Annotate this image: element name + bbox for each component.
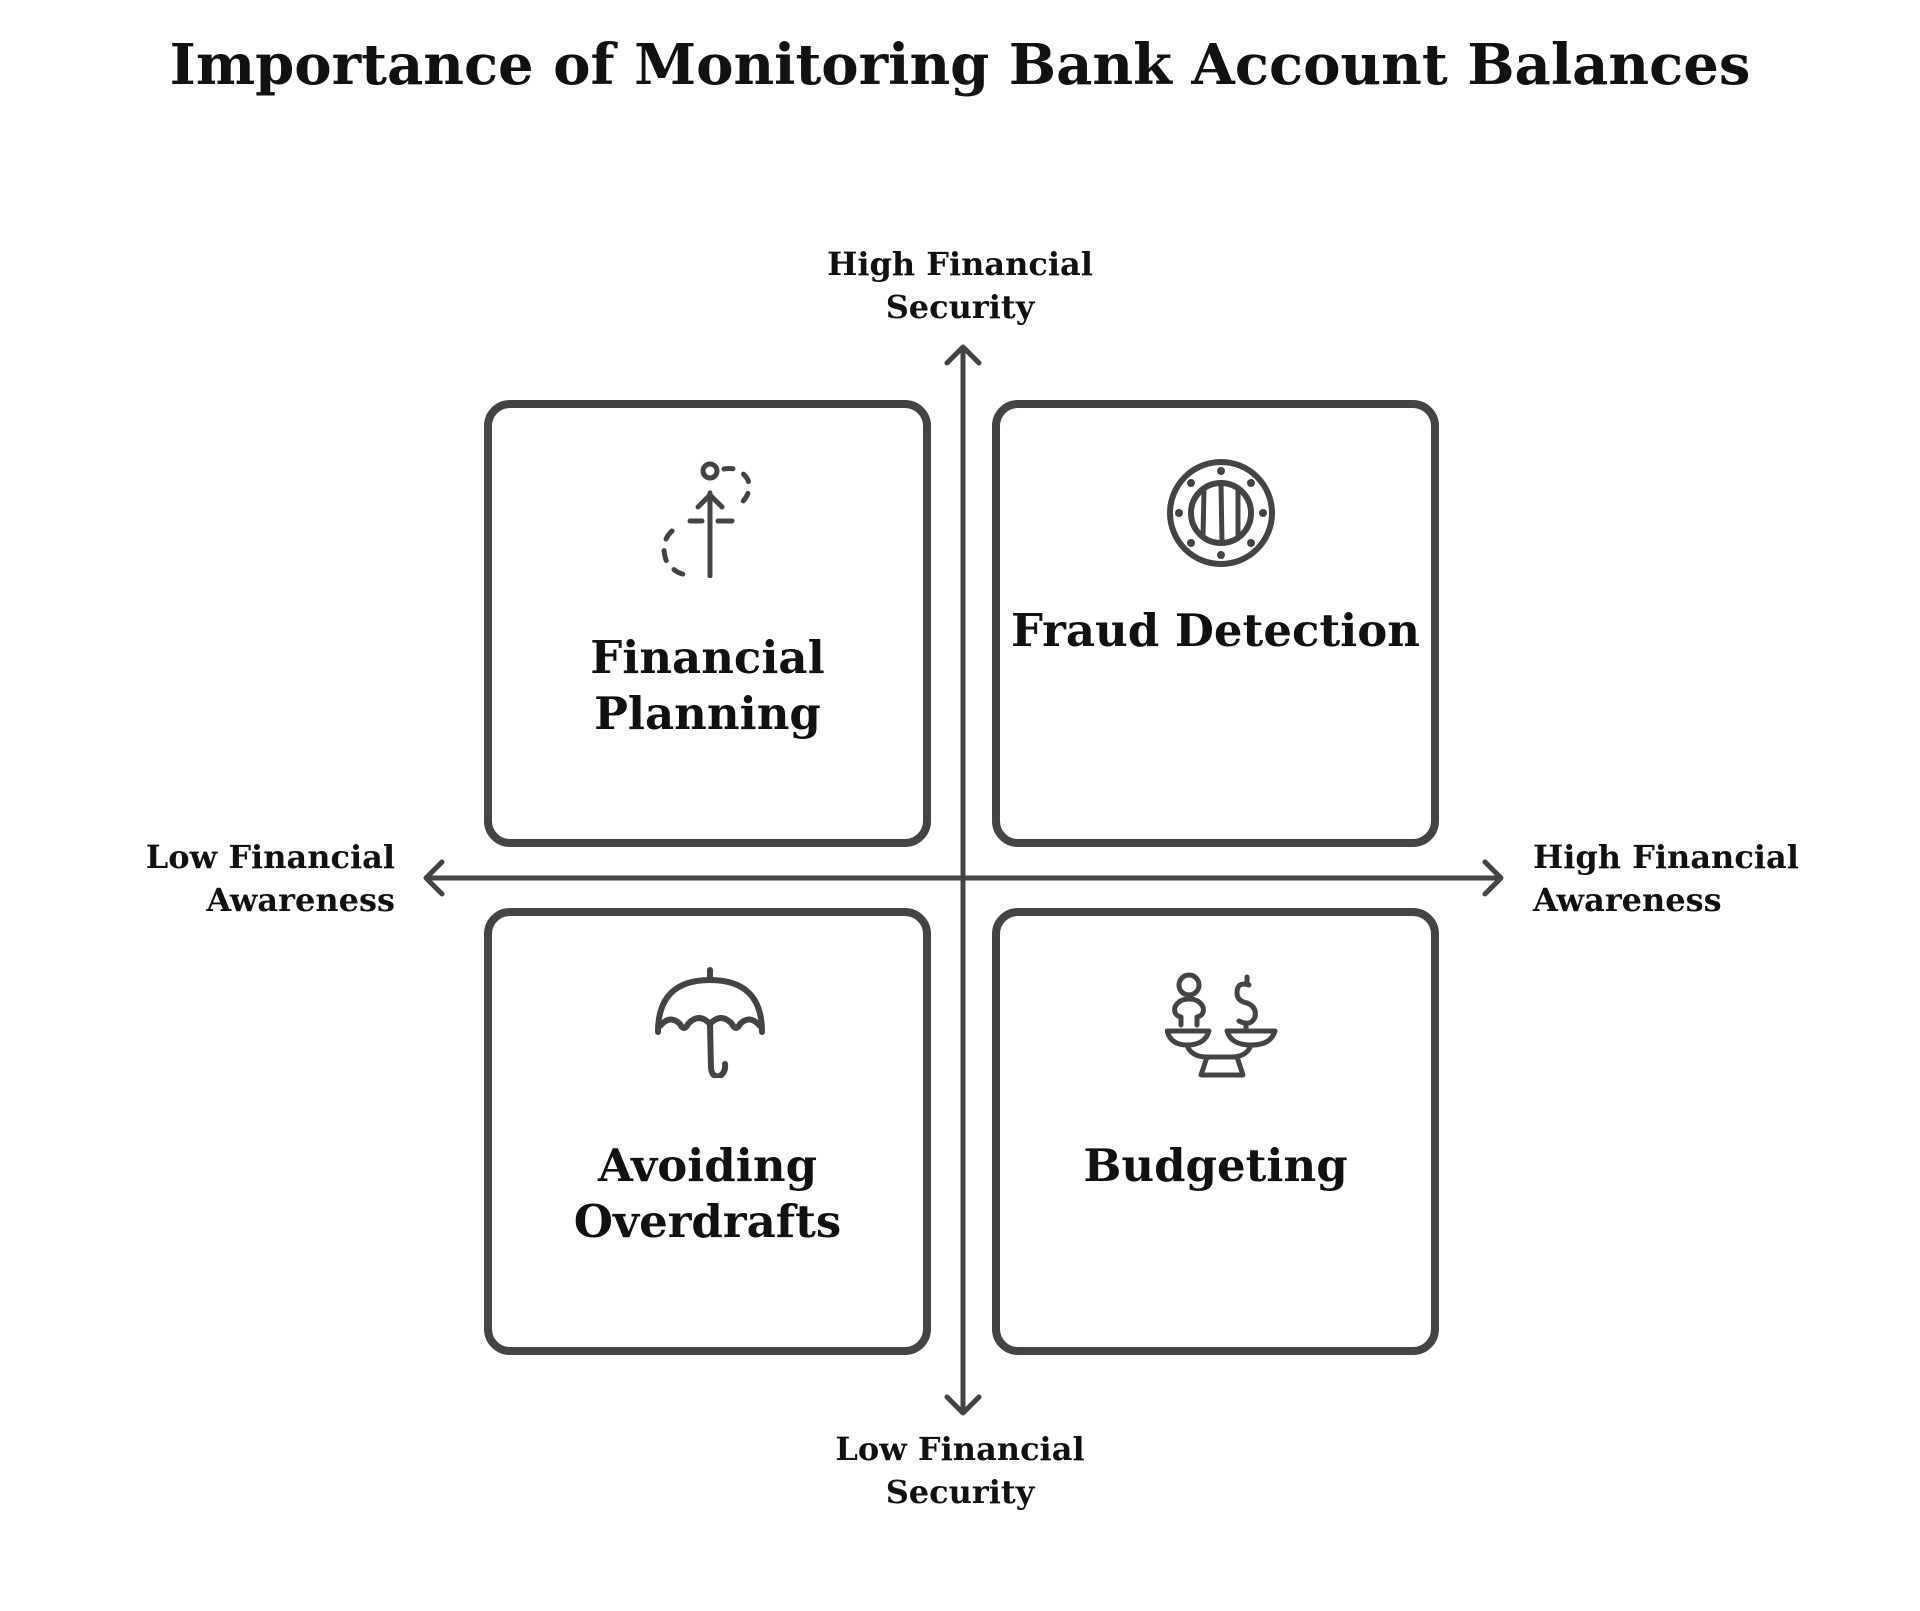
dashed-path-arrow-icon — [661, 461, 752, 578]
page-title: Importance of Monitoring Bank Account Ba… — [169, 32, 1751, 98]
y-axis-bottom-label: Low Financial Security — [835, 1430, 1085, 1511]
x-axis-left-label: Low Financial Awareness — [145, 838, 395, 919]
vault-door-icon — [1167, 459, 1275, 567]
quadrant-label: Fraud Detection — [1011, 604, 1420, 657]
arrow-down-icon — [944, 1394, 982, 1416]
arrow-right-icon — [1482, 859, 1504, 897]
quadrant-fraud-detection: Fraud Detection — [992, 400, 1439, 847]
umbrella-icon — [655, 967, 765, 1078]
x-axis-right-label: High Financial Awareness — [1533, 838, 1799, 919]
y-axis-top-label: High Financial Security — [827, 245, 1093, 326]
quadrant-label: Budgeting — [1083, 1139, 1348, 1192]
quadrant-label: Financial Planning — [590, 631, 825, 740]
quadrant-avoiding-overdrafts: Avoiding Overdrafts — [484, 908, 931, 1355]
quadrant-budgeting: Budgeting — [992, 908, 1439, 1355]
arrow-left-icon — [423, 859, 445, 897]
balance-scale-icon — [1165, 972, 1278, 1078]
arrow-up-icon — [944, 344, 982, 366]
quadrant-financial-planning: Financial Planning — [484, 400, 931, 847]
quadrant-label: Avoiding Overdrafts — [573, 1139, 842, 1248]
